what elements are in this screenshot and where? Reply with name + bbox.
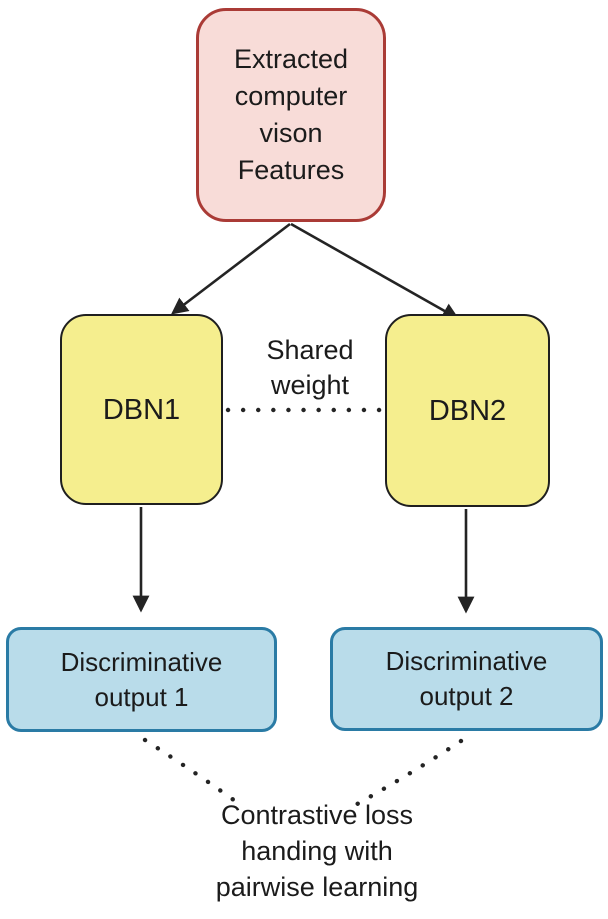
label-line: Contrastive loss (220, 800, 414, 830)
node-discriminative-output-2: Discriminative output 2 (330, 627, 603, 731)
node-label-line: output 2 (419, 681, 514, 711)
node-dbn2: DBN2 (385, 314, 550, 507)
node-extracted-features: Extracted computer vison Features (196, 8, 386, 222)
node-discriminative-output-1: Discriminative output 1 (6, 627, 277, 732)
node-label: DBN1 (102, 393, 181, 426)
label-line: weight (270, 370, 350, 400)
node-label-line: Features (237, 155, 345, 185)
label-line: handing with (241, 836, 393, 866)
label-line: Shared (266, 335, 354, 365)
label-line: pairwise learning (215, 872, 419, 902)
node-label-line: Extracted (233, 44, 349, 74)
node-label-line: vison (259, 118, 323, 148)
node-dbn1: DBN1 (60, 314, 223, 505)
node-label-line: output 1 (94, 681, 189, 712)
label-contrastive-loss: Contrastive loss handing with pairwise l… (157, 797, 477, 905)
edge-features-to-dbn1 (170, 222, 291, 315)
edge-features-to-dbn2 (290, 222, 460, 320)
node-label-line: Discriminative (385, 646, 548, 676)
node-label-line: Discriminative (60, 646, 223, 677)
node-label-line: computer (234, 81, 348, 111)
label-shared-weight: Shared weight (235, 333, 385, 403)
node-label: DBN2 (428, 394, 507, 427)
